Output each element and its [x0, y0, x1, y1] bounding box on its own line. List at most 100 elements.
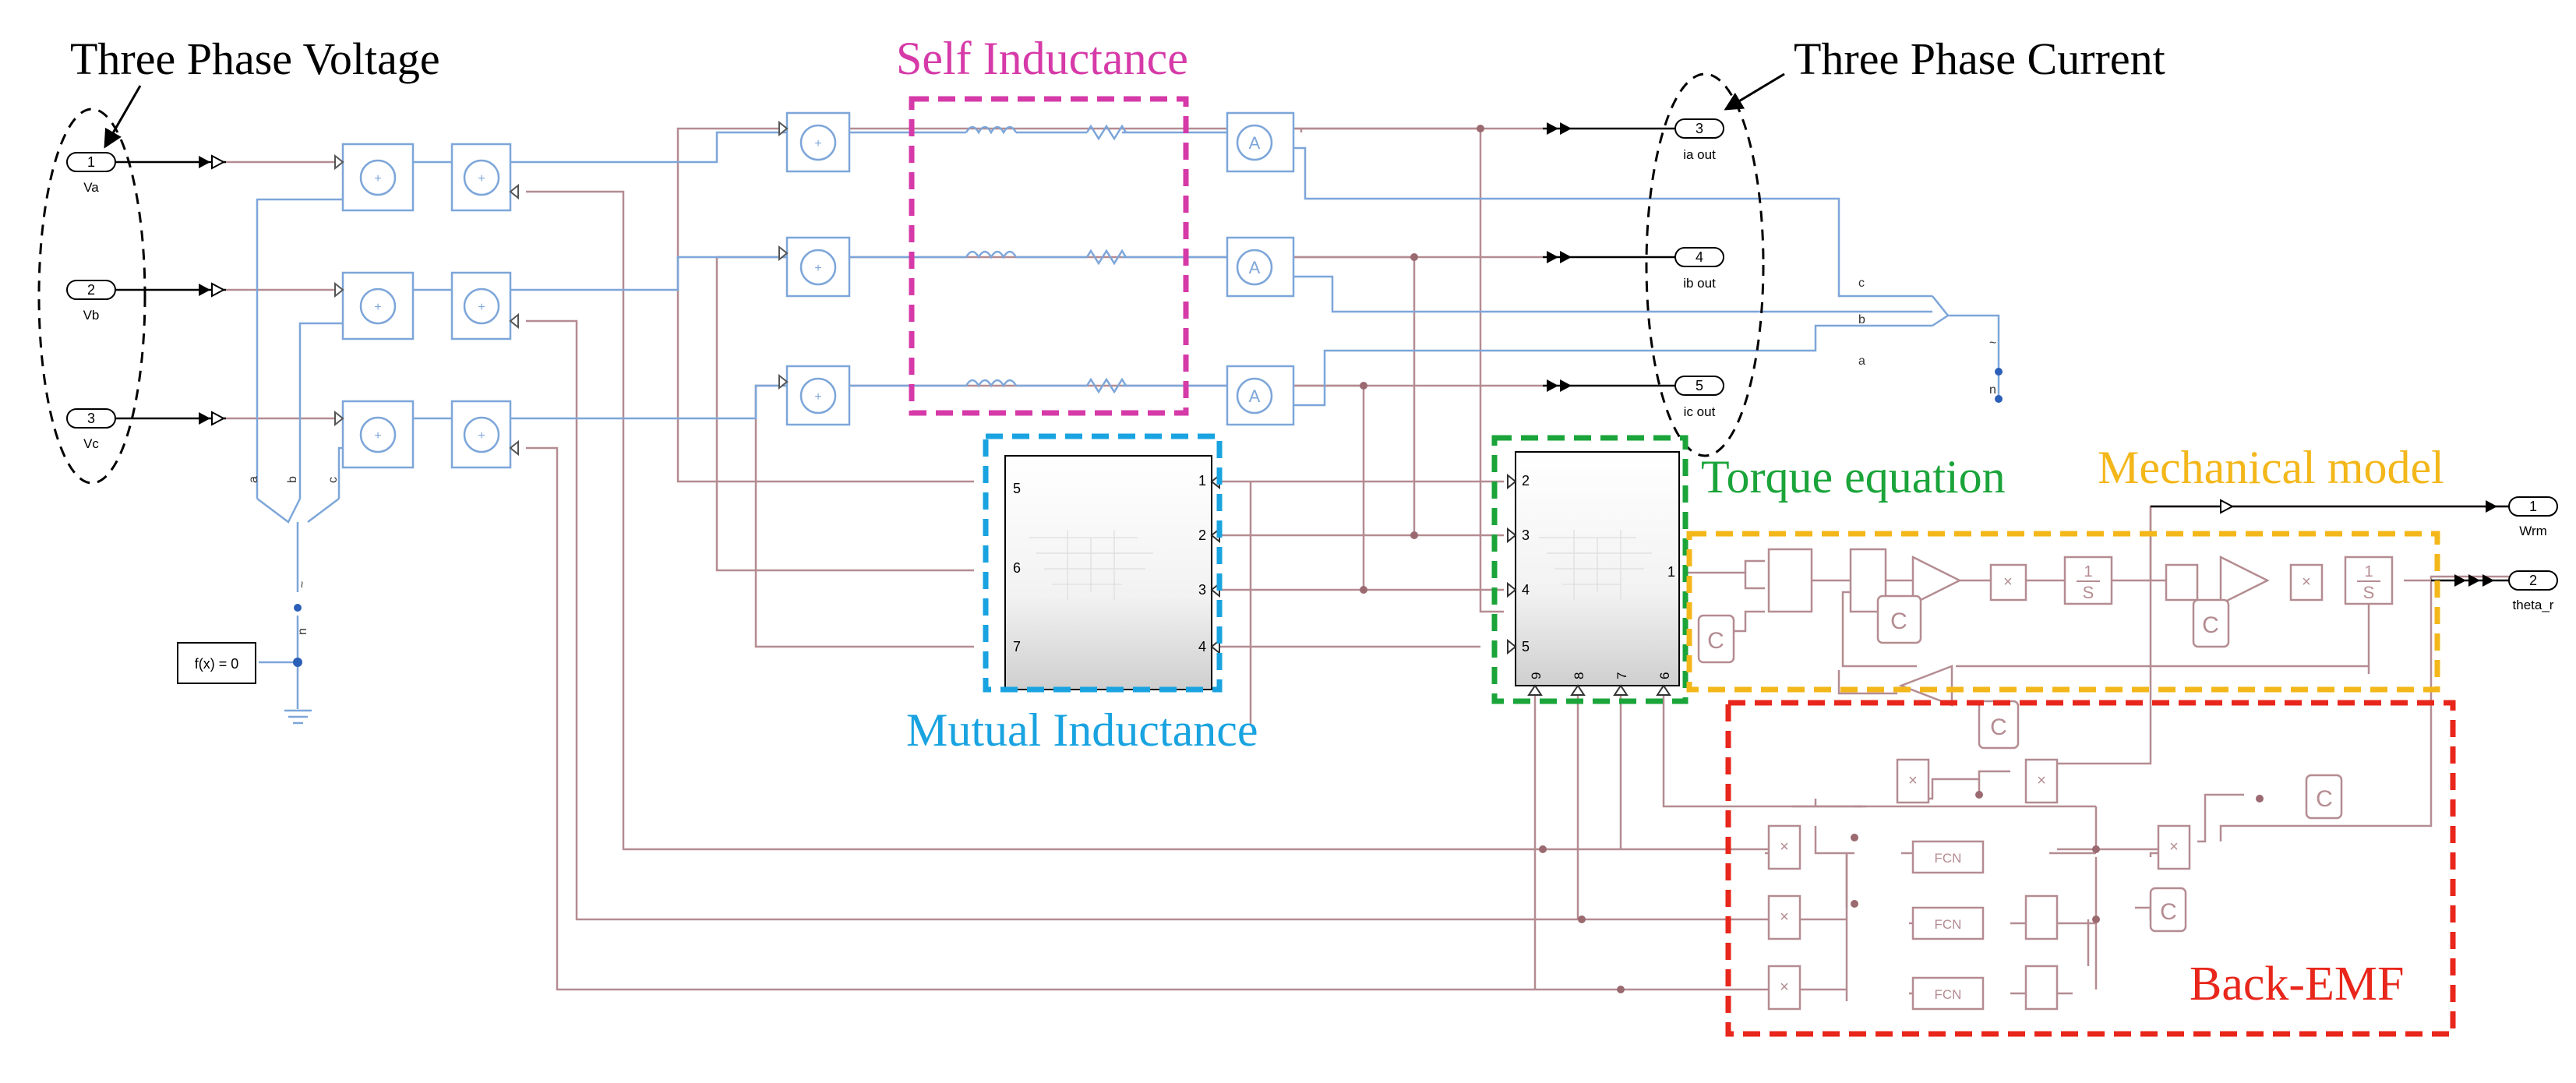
- torque-equation-subsystem[interactable]: 2 3 4 5 1 9 8 7 6: [1507, 451, 1680, 696]
- mechanical-model-blocks[interactable]: [1697, 548, 2394, 707]
- svg-text:1: 1: [2364, 563, 2373, 580]
- svg-text:7: 7: [1013, 639, 1021, 654]
- svg-text:c: c: [326, 477, 340, 483]
- svg-text:×: ×: [1780, 979, 1789, 996]
- svg-text:+: +: [374, 172, 381, 185]
- right-bus-labels: c b a ~ n: [1858, 277, 1996, 397]
- svg-text:n: n: [296, 628, 309, 635]
- svg-text:×: ×: [2302, 573, 2311, 591]
- outport-ib[interactable]: 4 ib out: [1674, 247, 1724, 291]
- pointer-current: [1724, 72, 1785, 111]
- inport-vc[interactable]: 3 Vc: [66, 408, 226, 451]
- mech-out-arrows: [2151, 499, 2509, 587]
- svg-text:5: 5: [1522, 639, 1530, 654]
- svg-text:C: C: [1990, 714, 2007, 740]
- voltage-source-blocks[interactable]: [341, 143, 512, 469]
- torque-equation-box: [1491, 435, 1689, 704]
- output-group-ellipse: [1645, 72, 1765, 457]
- left-bus-labels: a b c n ~: [247, 476, 340, 635]
- inport-label: Va: [83, 180, 99, 195]
- controlled-source-arrows: [778, 120, 789, 390]
- label-mechanical-model: Mechanical model: [2098, 442, 2444, 493]
- svg-text:f(x) = 0: f(x) = 0: [195, 656, 239, 672]
- svg-text:S: S: [2363, 583, 2375, 602]
- svg-text:3: 3: [1696, 121, 1703, 136]
- mechanical-model-box: [1686, 531, 2440, 693]
- svg-text:3: 3: [1522, 527, 1530, 543]
- svg-text:6: 6: [1013, 560, 1021, 576]
- svg-text:1: 1: [1667, 564, 1675, 580]
- left-bus-node: [293, 658, 302, 667]
- svg-text:×: ×: [1780, 838, 1789, 855]
- svg-text:+: +: [478, 301, 485, 314]
- svg-text:S: S: [2083, 583, 2094, 602]
- svg-text:ic out: ic out: [1684, 404, 1716, 419]
- svg-text:FCN: FCN: [1935, 917, 1962, 932]
- inport-label: Vc: [83, 436, 99, 451]
- source-glyphs: + + + + + +: [374, 172, 485, 443]
- svg-text:1: 1: [2529, 499, 2537, 514]
- svg-text:7: 7: [1614, 672, 1629, 679]
- svg-text:C: C: [1707, 628, 1724, 654]
- svg-text:5: 5: [1013, 481, 1021, 496]
- svg-text:×: ×: [2037, 772, 2046, 789]
- svg-text:b: b: [286, 476, 299, 483]
- svg-text:6: 6: [1657, 672, 1672, 679]
- inport-va[interactable]: 1 Va: [66, 152, 226, 195]
- current-out-arrows: [1543, 122, 1675, 392]
- svg-text:+: +: [374, 301, 381, 314]
- svg-text:+: +: [478, 172, 485, 185]
- svg-text:FCN: FCN: [1935, 851, 1962, 866]
- back-emf-nodes: [1360, 125, 2264, 993]
- left-bus-node-top: [294, 604, 302, 612]
- inport-number: 2: [87, 282, 95, 298]
- svg-text:a: a: [1858, 355, 1865, 368]
- svg-text:C: C: [1890, 609, 1907, 634]
- label-self-inductance: Self Inductance: [896, 33, 1188, 84]
- pointer-voltage: [104, 85, 142, 149]
- source-port-arrows: [334, 153, 519, 457]
- svg-text:C: C: [2160, 899, 2177, 925]
- svg-text:A: A: [1249, 258, 1261, 277]
- svg-text:1: 1: [1198, 473, 1206, 489]
- svg-text:2: 2: [1198, 527, 1206, 543]
- controlled-sources[interactable]: [785, 111, 851, 426]
- outport-ia[interactable]: 3 ia out: [1674, 118, 1724, 162]
- inport-number: 1: [87, 154, 95, 170]
- svg-text:A: A: [1249, 386, 1261, 406]
- inport-vb[interactable]: 2 Vb: [66, 280, 226, 323]
- ammeters[interactable]: [1226, 111, 1295, 426]
- back-emf-blocks[interactable]: [1767, 700, 2343, 1011]
- label-mutual-inductance: Mutual Inductance: [906, 704, 1258, 756]
- svg-text:a: a: [247, 476, 260, 483]
- svg-text:4: 4: [1522, 582, 1530, 598]
- self-inductance-elements: [919, 124, 1127, 394]
- ground-symbol: [284, 709, 312, 725]
- svg-text:3: 3: [1198, 582, 1206, 598]
- svg-text:FCN: FCN: [1935, 987, 1962, 1002]
- outport-ic[interactable]: 5 ic out: [1674, 376, 1724, 419]
- solver-configuration-block[interactable]: f(x) = 0: [177, 642, 256, 684]
- svg-text:~: ~: [296, 581, 309, 588]
- label-three-phase-current: Three Phase Current: [1794, 34, 2165, 84]
- mutual-inductance-subsystem[interactable]: 5 6 7 1 2 3 4: [1004, 455, 1220, 690]
- label-back-emf: Back-EMF: [2190, 958, 2405, 1011]
- svg-text:C: C: [2316, 786, 2333, 812]
- right-bus-node-end: [1995, 395, 2003, 403]
- svg-text:1: 1: [2084, 563, 2092, 580]
- outport-theta-r[interactable]: 2 theta_r: [2508, 570, 2558, 612]
- svg-text:C: C: [2202, 612, 2219, 638]
- svg-text:×: ×: [2169, 838, 2179, 855]
- back-emf-box: [1725, 700, 2456, 1037]
- outport-wrm[interactable]: 1 Wrm: [2508, 496, 2558, 538]
- svg-text:8: 8: [1572, 672, 1586, 679]
- svg-text:+: +: [374, 429, 381, 443]
- label-torque-equation: Torque equation: [1701, 451, 2006, 503]
- controlled-source-glyphs: + + +: [814, 137, 821, 404]
- ammeter-glyphs: A A A: [1249, 133, 1261, 406]
- svg-text:2: 2: [1522, 473, 1530, 489]
- mutual-inductance-box: [983, 433, 1223, 693]
- svg-text:n: n: [1989, 383, 1996, 397]
- svg-text:×: ×: [1908, 772, 1918, 789]
